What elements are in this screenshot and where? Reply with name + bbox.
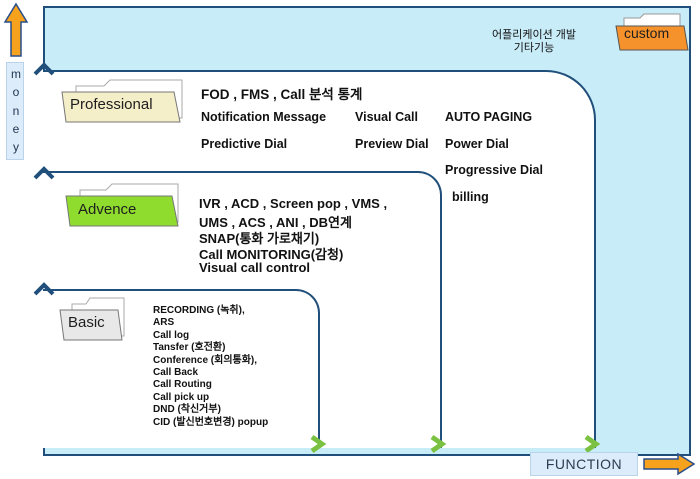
advence-item: Call MONITORING(감청) [199, 247, 344, 262]
basic-item: CID (발신번호변경) popup [153, 416, 269, 428]
advence-chevron-icon [430, 434, 447, 454]
money-letter: m [11, 67, 21, 81]
custom-text: 어플리케이션 개발 기타기능 [476, 29, 592, 55]
custom-folder-tab: custom [612, 12, 690, 52]
basic-folder-tab: Basic [56, 296, 128, 342]
custom-tab-label: custom [624, 25, 670, 41]
advence-item: UMS , ACS , ANI , DB연계 [199, 215, 352, 230]
basic-item: DND (착신거부) [153, 404, 221, 416]
basic-item: Tansfer (호전환) [153, 342, 226, 354]
basic-item: Call Routing [153, 379, 212, 391]
advence-tab-label: Advence [78, 201, 137, 218]
advence-item: Visual call control [199, 260, 311, 275]
basic-tab-label: Basic [68, 314, 105, 331]
professional-tab-label: Professional [70, 96, 153, 113]
advence-item: SNAP(통화 가로채기) [199, 231, 320, 246]
money-axis-label: m o n e y [6, 62, 24, 160]
money-up-arrow-icon [3, 2, 29, 57]
professional-item: Preview Dial [355, 137, 429, 151]
basic-item-list: RECORDING (녹취), ARS Call log Tansfer (호전… [153, 305, 268, 429]
basic-item: Call log [153, 329, 190, 341]
basic-item: Conference (회의통화), [153, 354, 258, 366]
money-letter: e [12, 122, 20, 136]
professional-item: Notification Message [201, 110, 327, 124]
basic-item: Call pick up [153, 391, 210, 403]
professional-chevron-icon [584, 434, 601, 454]
level-up-arrow-icon [33, 166, 55, 180]
money-letter: n [12, 104, 20, 118]
function-right-arrow-icon [643, 452, 696, 476]
basic-chevron-icon [310, 434, 327, 454]
professional-folder-tab: Professional [56, 78, 186, 124]
professional-item: AUTO PAGING [445, 110, 533, 124]
money-letter: y [13, 140, 19, 154]
professional-item: Visual Call [355, 110, 418, 124]
basic-item: Call Back [153, 367, 199, 379]
professional-item: Progressive Dial [445, 163, 543, 177]
basic-item: ARS [153, 317, 175, 329]
professional-line1: FOD , FMS , Call 분석 통계 [201, 87, 363, 102]
money-letter: o [12, 85, 20, 99]
custom-text-line: 어플리케이션 개발 [491, 29, 576, 41]
professional-item: billing [452, 190, 489, 204]
level-up-arrow-icon [33, 282, 55, 296]
professional-item: Power Dial [445, 137, 509, 151]
advence-item: IVR , ACD , Screen pop , VMS , [199, 196, 388, 211]
advence-folder-tab: Advence [60, 182, 184, 228]
professional-item: Predictive Dial [201, 137, 288, 151]
custom-text-line: 기타기능 [513, 42, 555, 54]
function-axis-label: FUNCTION [530, 452, 638, 476]
basic-item: RECORDING (녹취), [153, 305, 245, 316]
level-up-arrow-icon [33, 62, 55, 76]
